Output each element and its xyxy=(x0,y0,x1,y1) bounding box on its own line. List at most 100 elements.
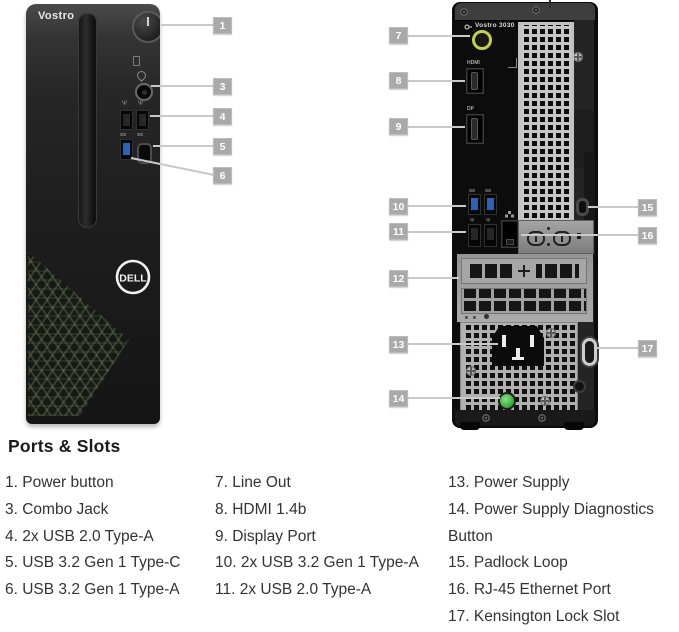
legend-column-front: 1. Power button 3. Combo Jack 4. 2x USB … xyxy=(5,470,211,604)
screw-icon xyxy=(532,6,540,14)
callout-15: 15 xyxy=(638,199,657,216)
legend-item: 8. HDMI 1.4b xyxy=(215,500,307,518)
combo-jack-port xyxy=(135,83,153,101)
dp-slot xyxy=(471,118,478,140)
chassis-foot xyxy=(460,422,480,430)
displayport-label: DP xyxy=(467,106,474,112)
front-tower-illustration: Vostro Ψ Ψ SS SS DELL xyxy=(26,4,160,424)
back-top-frame xyxy=(455,3,595,21)
callout-4: 4 xyxy=(213,108,232,125)
top-mark xyxy=(549,0,551,8)
callout-17: 17 xyxy=(638,340,657,357)
psu-diagnostics-button xyxy=(498,392,516,410)
usb-tongue xyxy=(471,228,478,240)
bracket-hole xyxy=(553,231,571,246)
usb-icon: Ψ xyxy=(138,101,144,107)
legend-title: Ports & Slots xyxy=(8,436,121,456)
slot-screw-plate xyxy=(512,262,536,280)
line-out-icon xyxy=(464,24,472,30)
usb-tongue xyxy=(139,114,146,126)
legend-item: 17. Kensington Lock Slot xyxy=(448,607,620,625)
drive-activity-icon xyxy=(133,56,140,66)
screw-icon xyxy=(540,396,550,406)
usb3-type-a-port xyxy=(120,139,133,160)
hdmi-slot xyxy=(471,72,478,90)
display-port xyxy=(466,114,484,144)
usb2-port xyxy=(484,224,497,247)
network-icon xyxy=(505,211,513,217)
callout-3: 3 xyxy=(213,78,232,95)
callout-11: 11 xyxy=(389,223,408,240)
bracket-slot xyxy=(577,233,581,239)
usb3-ss-icon: SS xyxy=(120,132,127,137)
usb-tongue xyxy=(487,228,494,240)
screw-icon xyxy=(546,328,556,338)
usb-icon: Ψ xyxy=(470,218,475,224)
usb-tongue xyxy=(123,143,130,155)
power-inlet-c14 xyxy=(492,326,544,366)
usb-type-c-port xyxy=(137,143,152,164)
legend-item: 1. Power button xyxy=(5,474,114,491)
legend-item: 13. Power Supply xyxy=(448,474,570,491)
usb-tongue xyxy=(487,198,494,210)
panel-corner-mark xyxy=(508,58,517,68)
inlet-pin xyxy=(516,348,520,359)
inlet-pin xyxy=(512,357,524,360)
screw-icon xyxy=(482,414,490,422)
callout-6: 6 xyxy=(213,167,232,184)
expansion-slot-cover-vented xyxy=(461,288,587,314)
legend-item: 14. Power Supply Diagnostics Button xyxy=(448,500,654,545)
callout-13: 13 xyxy=(389,336,408,353)
expansion-slot-area xyxy=(457,254,593,322)
line-out-jack xyxy=(472,30,492,50)
usb-tongue xyxy=(471,198,478,210)
optical-drive-slot xyxy=(78,13,97,228)
usb3-type-a-port xyxy=(484,194,497,215)
legend-item: 3. Combo Jack xyxy=(5,500,109,518)
back-model-label: Vostro 3030 xyxy=(475,22,515,29)
dell-logo: DELL xyxy=(115,259,151,295)
usb2-port xyxy=(136,110,149,130)
usb2-port xyxy=(120,110,133,130)
legend-item: 16. RJ-45 Ethernet Port xyxy=(448,581,611,599)
callout-7: 7 xyxy=(389,27,408,44)
legend-item: 4. 2x USB 2.0 Type-A xyxy=(5,527,154,545)
back-bottom-frame xyxy=(455,410,595,426)
usb3-ss-icon: SS xyxy=(469,188,476,193)
callout-16: 16 xyxy=(638,227,657,244)
legend-column-back-left: 7. Line Out 8. HDMI 1.4b 9. Display Port… xyxy=(215,470,446,604)
screw-icon xyxy=(573,52,583,62)
expansion-slot-cover xyxy=(461,258,587,284)
rj45-ethernet-port xyxy=(501,220,519,248)
usb2-port xyxy=(468,224,481,247)
legend-item: 15. Padlock Loop xyxy=(448,554,568,572)
usb3-ss-icon: SS xyxy=(485,188,492,193)
callout-8: 8 xyxy=(389,72,408,89)
callout-5: 5 xyxy=(213,138,232,155)
usb-icon: Ψ xyxy=(122,101,128,107)
chassis-foot xyxy=(564,422,584,430)
callout-1: 1 xyxy=(213,17,232,34)
io-bracket xyxy=(518,220,594,254)
headset-icon xyxy=(135,69,148,82)
bracket-hole xyxy=(527,231,545,246)
legend-item: 10. 2x USB 3.2 Gen 1 Type-A xyxy=(215,554,419,572)
hdmi-label: HDMI xyxy=(467,60,480,66)
legend-item: 7. Line Out xyxy=(215,474,291,491)
chassis-marks xyxy=(465,316,468,319)
screw-icon xyxy=(466,366,476,376)
usb3-ss-icon: SS xyxy=(137,132,144,137)
usb-tongue xyxy=(123,114,130,126)
legend-item: 5. USB 3.2 Gen 1 Type-C xyxy=(5,554,181,572)
callout-9: 9 xyxy=(389,118,408,135)
thumbscrew xyxy=(573,380,586,393)
vent-grille xyxy=(518,22,574,224)
callout-14: 14 xyxy=(389,390,408,407)
legend-item: 9. Display Port xyxy=(215,527,316,545)
hdmi-port xyxy=(466,68,484,94)
power-supply-unit xyxy=(460,322,578,416)
usb3-type-a-port xyxy=(468,194,481,215)
front-brand-label: Vostro xyxy=(38,10,75,22)
callout-12: 12 xyxy=(389,270,408,287)
